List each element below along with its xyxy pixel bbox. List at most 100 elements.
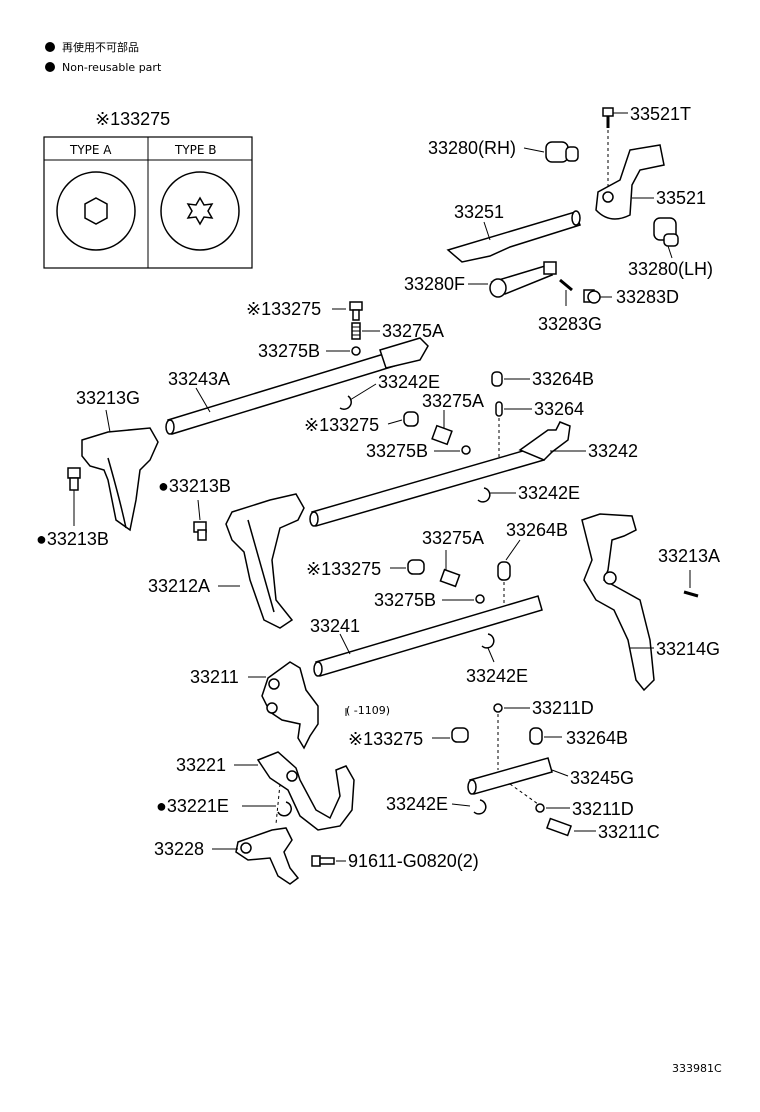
pin-33264-icon xyxy=(495,401,503,417)
bolt-33275-a-icon xyxy=(349,301,363,321)
plug-33280-lh-icon xyxy=(653,217,679,247)
label-33275B-a: 33275B xyxy=(258,341,320,361)
spring-33211C-icon xyxy=(545,817,573,837)
label-91611: 91611-G0820(2) xyxy=(348,851,479,871)
bolt-33275-d-icon xyxy=(451,727,469,743)
label-33251: 33251 xyxy=(454,202,504,222)
bolt-types-title: ※133275 xyxy=(95,109,170,129)
label-33283D: 33283D xyxy=(616,287,679,307)
snap-ring-33221E-icon xyxy=(277,801,292,817)
label-33521: 33521 xyxy=(656,188,706,208)
label-33212A: 33212A xyxy=(148,576,210,596)
lever-33228-icon xyxy=(235,827,300,885)
label-33275-b: ※133275 xyxy=(304,415,379,435)
label-33242E-a: 33242E xyxy=(378,372,440,392)
pin-33264B-b-icon xyxy=(497,561,511,581)
label-1109: ( -1109) xyxy=(346,704,390,717)
pin-33283G-icon xyxy=(559,278,573,292)
shaft-33251-icon xyxy=(446,210,581,263)
lever-33211-icon xyxy=(261,661,319,750)
plug-33280-rh-icon xyxy=(545,141,579,163)
bolt-33213B-left-icon xyxy=(67,467,81,491)
shaft-33243A-icon xyxy=(165,337,429,435)
snap-ring-33242E-c-icon xyxy=(481,633,495,649)
spring-33275A-b-icon xyxy=(431,424,453,446)
lever-33280F-icon xyxy=(489,261,557,298)
label-33280-rh: 33280(RH) xyxy=(428,138,516,158)
label-33242E-d: 33242E xyxy=(386,794,448,814)
snap-ring-33242E-b-icon xyxy=(477,487,491,503)
fork-33214G-icon xyxy=(581,513,655,692)
label-33264B-b: 33264B xyxy=(506,520,568,540)
type-a-hex-head-icon xyxy=(56,171,136,251)
legend-bullet-jp xyxy=(45,42,55,52)
legend-en-text: Non-reusable part xyxy=(62,61,162,74)
label-33275-d: ※133275 xyxy=(348,729,423,749)
shaft-33242-icon xyxy=(309,421,571,527)
pin-33264B-c-icon xyxy=(529,727,543,745)
bolt-91611-icon xyxy=(311,855,335,867)
label-33275B-b: 33275B xyxy=(366,441,428,461)
label-33241: 33241 xyxy=(310,616,360,636)
label-33242: 33242 xyxy=(588,441,638,461)
label-33264B-c: 33264B xyxy=(566,728,628,748)
label-33280-lh: 33280(LH) xyxy=(628,259,713,279)
label-33521T: 33521T xyxy=(630,104,691,124)
spring-33275A-a-icon xyxy=(351,322,361,340)
figure-id: 333981C xyxy=(672,1062,722,1075)
label-33213A: 33213A xyxy=(658,546,720,566)
ball-33211D-b-icon xyxy=(535,803,545,813)
label-33264B-a: 33264B xyxy=(532,369,594,389)
label-33213B-b: ●33213B xyxy=(158,476,231,496)
label-33242E-c: 33242E xyxy=(466,666,528,686)
label-33213B-a: ●33213B xyxy=(36,529,109,549)
label-33221E: ●33221E xyxy=(156,796,229,816)
label-33275-c: ※133275 xyxy=(306,559,381,579)
label-33211D-a: 33211D xyxy=(532,698,594,718)
label-33211: 33211 xyxy=(190,667,239,687)
bolt-33275-c-icon xyxy=(407,559,425,575)
label-33275B-c: 33275B xyxy=(374,590,436,610)
label-33275A-a: 33275A xyxy=(382,321,444,341)
label-33211C: 33211C xyxy=(598,822,660,842)
bolt-33283D-icon xyxy=(583,289,601,304)
label-33275A-c: 33275A xyxy=(422,528,484,548)
snap-ring-33242E-d-icon xyxy=(473,799,487,815)
label-33264: 33264 xyxy=(534,399,584,419)
bolt-33213B-center-icon xyxy=(193,521,207,541)
label-33245G: 33245G xyxy=(570,768,634,788)
ball-33211D-a-icon xyxy=(493,703,503,713)
label-33280F: 33280F xyxy=(404,274,465,294)
type-b-torx-head-icon xyxy=(160,171,240,251)
label-33283G: 33283G xyxy=(538,314,602,334)
pin-33213A-icon xyxy=(683,590,699,598)
label-33275A-b: 33275A xyxy=(422,391,484,411)
fork-33212A-icon xyxy=(225,493,305,629)
ball-33275B-b-icon xyxy=(461,445,471,455)
lever-33521-icon xyxy=(595,144,665,220)
label-33228: 33228 xyxy=(154,839,204,859)
shaft-33245G-icon xyxy=(467,757,553,795)
spring-33275A-c-icon xyxy=(439,568,461,588)
ball-33275B-a-icon xyxy=(351,346,361,356)
label-33242E-b: 33242E xyxy=(518,483,580,503)
legend-bullet-en xyxy=(45,62,55,72)
pin-33264B-a-icon xyxy=(491,371,503,387)
bolt-33275-b-icon xyxy=(403,411,419,427)
label-33243A: 33243A xyxy=(168,369,230,389)
label-33214G: 33214G xyxy=(656,639,720,659)
label-33213G: 33213G xyxy=(76,388,140,408)
ball-33275B-c-icon xyxy=(475,594,485,604)
type-b-label: TYPE B xyxy=(174,143,217,157)
snap-ring-33242E-a-icon xyxy=(339,395,352,410)
fork-33221-icon xyxy=(256,751,355,831)
bolt-33521T-icon xyxy=(602,107,614,128)
shaft-33241-icon xyxy=(313,595,543,677)
type-a-label: TYPE A xyxy=(69,143,112,157)
legend-jp-text: 再使用不可部品 xyxy=(62,40,139,54)
label-33275-a: ※133275 xyxy=(246,299,321,319)
fork-33213G-icon xyxy=(81,427,159,532)
label-33211D-b: 33211D xyxy=(572,799,634,819)
